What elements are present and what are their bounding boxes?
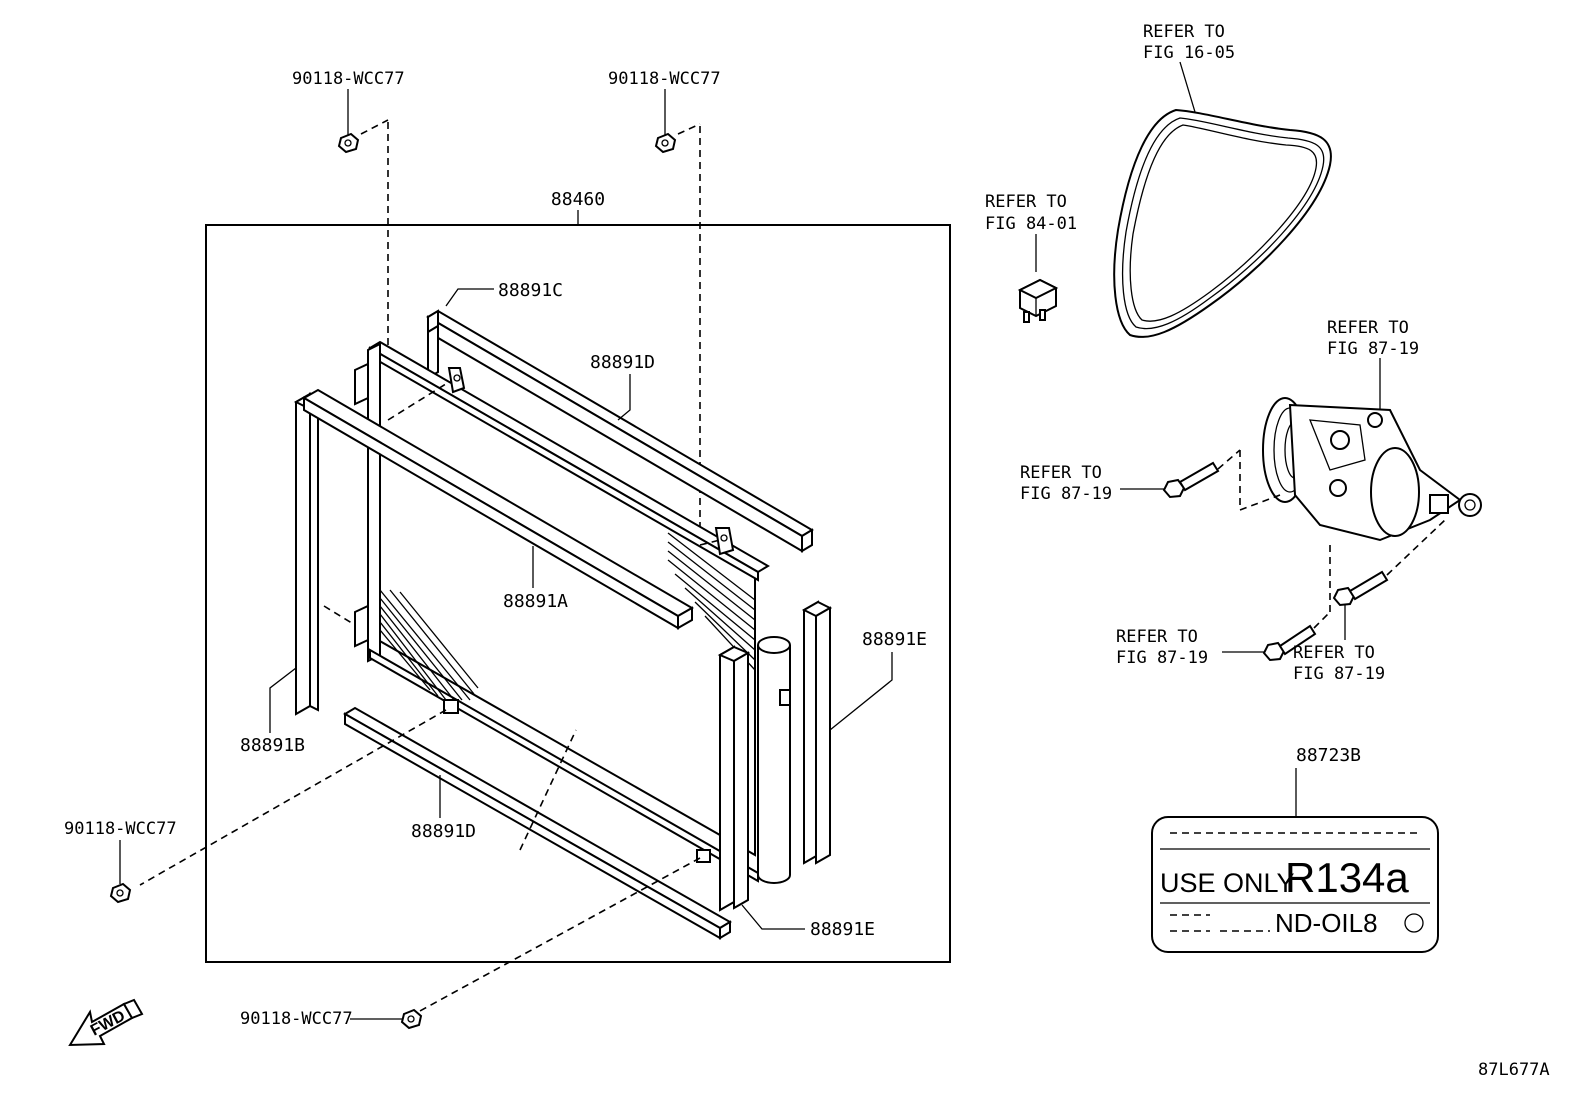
caution-label-88723B: 88723B USE ONLY R134a ND-OIL8 (1151, 745, 1439, 953)
relay: REFER TO FIG 84-01 (985, 192, 1077, 323)
bolt-label: 90118-WCC77 (240, 1009, 353, 1029)
part-label-88891E-lower: 88891E (810, 919, 875, 940)
bolt-icon (400, 1008, 423, 1030)
compressor: REFER TO FIG 87-19 (1262, 318, 1482, 542)
seal-88891E-front: 88891E (717, 645, 875, 940)
refer-to-label: REFER TO (985, 192, 1067, 212)
part-label-88891B: 88891B (240, 735, 305, 756)
bolt-bottom: 90118-WCC77 (240, 1008, 423, 1030)
part-label-88723B: 88723B (1296, 745, 1361, 766)
bolt-lower-left: 90118-WCC77 (64, 819, 177, 904)
bolt-top-left: 90118-WCC77 (292, 69, 405, 420)
bolt-label: 90118-WCC77 (608, 69, 721, 89)
fig-16-05-label: FIG 16-05 (1143, 43, 1235, 63)
refer-to-label: REFER TO (1327, 318, 1409, 338)
fig-87-19-label: FIG 87-19 (1293, 664, 1385, 684)
refer-to-label: REFER TO (1020, 463, 1102, 483)
refer-to-label: REFER TO (1143, 22, 1225, 42)
bolt-label: 90118-WCC77 (64, 819, 177, 839)
drawing-code: 87L677A (1478, 1060, 1550, 1080)
seal-88891A-88891B: 88891A 88891B (240, 388, 695, 756)
part-label-88891C: 88891C (498, 280, 563, 301)
fig-87-19-label: FIG 87-19 (1116, 648, 1208, 668)
fig-84-01-label: FIG 84-01 (985, 214, 1077, 234)
assembly-label-88460: 88460 (551, 189, 605, 210)
drive-belt: REFER TO FIG 16-05 (1113, 22, 1332, 338)
refrigerant-text: R134a (1285, 854, 1409, 901)
use-only-text: USE ONLY (1160, 868, 1295, 898)
part-label-88891D-lower: 88891D (411, 821, 476, 842)
refer-to-label: REFER TO (1293, 643, 1375, 663)
circle-icon (1404, 913, 1424, 933)
bolt-icon (337, 132, 360, 154)
compressor-bolt-left: REFER TO FIG 87-19 (1020, 449, 1281, 511)
compressor-bolt-bottom-left: REFER TO FIG 87-19 (1116, 545, 1331, 668)
fig-87-19-label: FIG 87-19 (1327, 339, 1419, 359)
seal-88891C: 88891C (426, 280, 814, 553)
bolt-label: 90118-WCC77 (292, 69, 405, 89)
oil-text: ND-OIL8 (1275, 908, 1378, 938)
part-label-88891D-upper: 88891D (590, 352, 655, 373)
compressor-bolt-bottom-right: REFER TO FIG 87-19 (1293, 519, 1446, 684)
part-label-88891A: 88891A (503, 591, 568, 612)
bolt-icon (109, 882, 132, 904)
fwd-arrow-icon: FWD (68, 998, 144, 1047)
seal-88891D-lower: 88891D (343, 706, 732, 940)
part-label-88891E-upper: 88891E (862, 629, 927, 650)
bolt-icon (654, 132, 677, 154)
refer-to-label: REFER TO (1116, 627, 1198, 647)
seal-88891E-rear: 88891E (801, 600, 927, 865)
bolt-top-right: 90118-WCC77 (608, 69, 721, 545)
fig-87-19-label: FIG 87-19 (1020, 484, 1112, 504)
